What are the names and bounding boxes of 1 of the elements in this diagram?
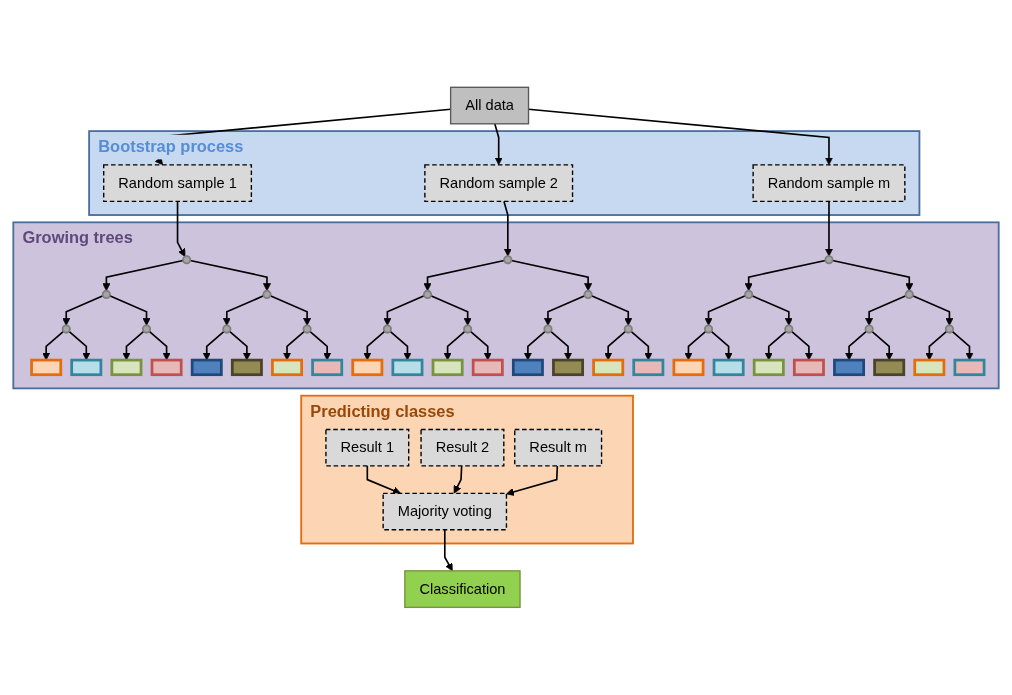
random-forest-flowchart: All data Bootstrap process Random sample 1 Random sample 2 Random sample m Growing trees Predicting classes Result 1 Result 2 Result m Majority voting Classification [6,80,1006,615]
